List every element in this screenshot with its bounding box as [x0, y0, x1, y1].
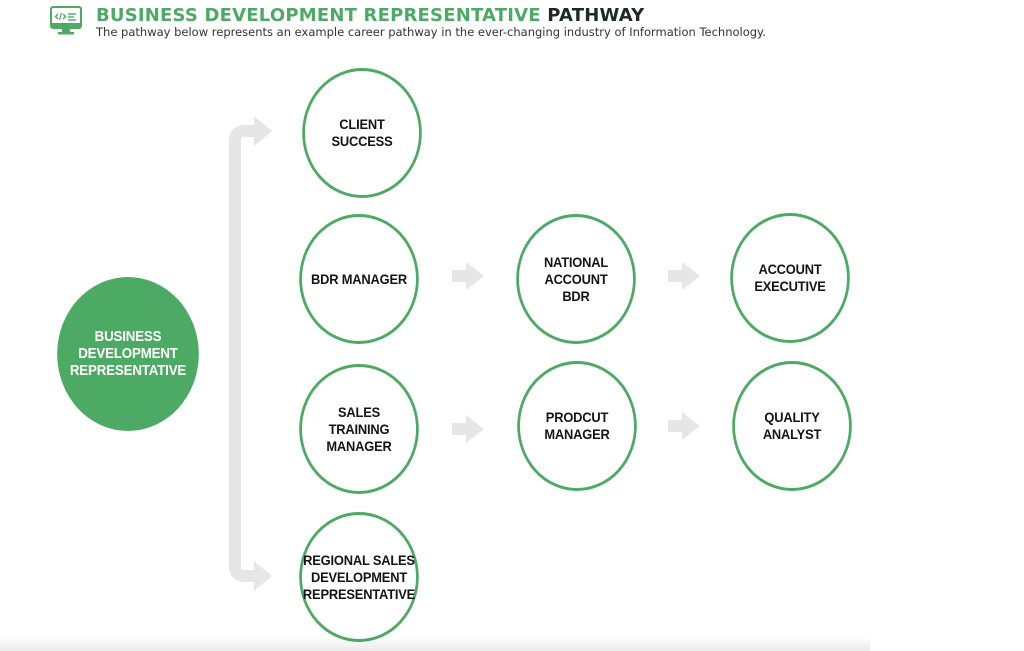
- arrow-sales-training-to-prodcut: [452, 415, 484, 443]
- arrow-to-regional-sales: [254, 561, 272, 591]
- arrow-bdr-to-national: [452, 262, 484, 290]
- node-client-success: CLIENT SUCCESS: [302, 68, 422, 198]
- node-prodcut-manager: PRODCUT MANAGER: [517, 361, 637, 491]
- node-label: PRODCUT MANAGER: [544, 409, 610, 442]
- node-label: REGIONAL SALES DEVELOPMENT REPRESENTATIV…: [302, 551, 416, 602]
- arrow-prodcut-to-quality: [668, 412, 700, 440]
- node-label: QUALITY ANALYST: [762, 409, 822, 442]
- node-account-executive: ACCOUNT EXECUTIVE: [730, 213, 850, 343]
- node-regional-sales-development-representative: REGIONAL SALES DEVELOPMENT REPRESENTATIV…: [299, 512, 419, 642]
- node-label: CLIENT SUCCESS: [331, 116, 393, 149]
- node-quality-analyst: QUALITY ANALYST: [732, 361, 852, 491]
- node-label: BUSINESS DEVELOPMENT REPRESENTATIVE: [69, 328, 187, 379]
- title-green: BUSINESS DEVELOPMENT REPRESENTATIVE: [96, 5, 541, 26]
- title-dark: PATHWAY: [547, 5, 645, 26]
- branch-line: [229, 125, 261, 582]
- node-sales-training-manager: SALES TRAINING MANAGER: [299, 364, 419, 494]
- node-business-development-representative: BUSINESS DEVELOPMENT REPRESENTATIVE: [57, 277, 199, 431]
- arrow-national-to-account: [668, 262, 700, 290]
- node-label: BDR MANAGER: [310, 270, 407, 287]
- node-label: NATIONAL ACCOUNT BDR: [543, 253, 609, 304]
- node-national-account-bdr: NATIONAL ACCOUNT BDR: [516, 214, 636, 344]
- node-label: SALES TRAINING MANAGER: [326, 403, 392, 454]
- node-label: ACCOUNT EXECUTIVE: [754, 261, 826, 294]
- page-subtitle: The pathway below represents an example …: [96, 25, 766, 39]
- bottom-shadow: [0, 636, 870, 651]
- monitor-code-icon: [50, 6, 82, 35]
- page-title: BUSINESS DEVELOPMENT REPRESENTATIVE PATH…: [96, 5, 644, 27]
- arrow-to-client-success: [254, 116, 272, 146]
- node-bdr-manager: BDR MANAGER: [299, 214, 419, 344]
